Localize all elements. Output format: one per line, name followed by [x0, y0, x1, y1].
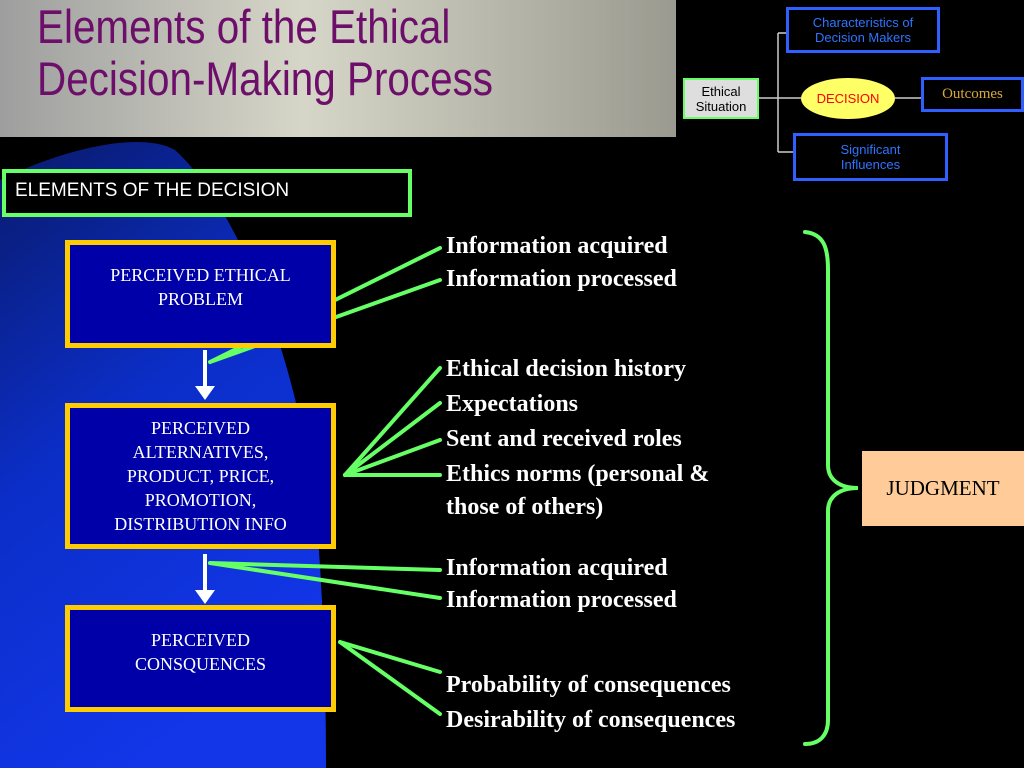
mini-ethical-situation-box: Ethical Situation	[683, 78, 759, 119]
connector-cons-desirability	[338, 640, 442, 716]
factor-group-1: Information acquired Information process…	[446, 231, 677, 294]
stage-2-line-3: PRODUCT, PRICE,	[126, 466, 275, 486]
factor-info-processed: Information processed	[446, 266, 677, 292]
mini-influences-line1: Significant	[840, 142, 901, 157]
factor-ethics-norms-line2: those of others)	[446, 494, 604, 520]
factor-group-2: Ethical decision history Expectations Se…	[446, 352, 709, 525]
mini-characteristics-line2: Decision Makers	[814, 30, 912, 45]
stage-2-line-5: DISTRIBUTION INFO	[114, 514, 287, 534]
mini-influences-box: Significant Influences	[793, 133, 948, 181]
stage-perceived-alternatives: PERCEIVED ALTERNATIVES, PRODUCT, PRICE, …	[65, 403, 336, 549]
factor-info-acquired-2: Information acquired	[446, 555, 668, 581]
mini-outcomes-box: Outcomes	[921, 77, 1024, 112]
section-header: ELEMENTS OF THE DECISION	[2, 169, 412, 217]
factor-ethical-decision-history: Ethical decision history	[446, 356, 687, 382]
factor-expectations: Expectations	[446, 391, 578, 417]
title-line-1: Elements of the Ethical	[37, 0, 451, 53]
section-header-label: ELEMENTS OF THE DECISION	[15, 180, 290, 201]
connector-cons-probability	[338, 640, 442, 674]
mini-outcomes-label: Outcomes	[942, 86, 1003, 102]
factor-group-4: Probability of consequences Desirability…	[446, 668, 735, 738]
stage-2-line-2: ALTERNATIVES,	[132, 442, 269, 462]
stage-3-line-1: PERCEIVED	[151, 630, 250, 650]
mini-decision-ellipse: DECISION	[801, 78, 895, 119]
stage-1-line-2: PROBLEM	[157, 289, 244, 309]
factor-probability-consequences: Probability of consequences	[446, 672, 731, 698]
factor-desirability-consequences: Desirability of consequences	[446, 707, 736, 733]
mini-characteristics-line1: Characteristics of	[812, 15, 914, 30]
factor-sent-received-roles: Sent and received roles	[446, 426, 682, 452]
factor-group-3: Information acquired Information process…	[446, 553, 677, 615]
connector-alt-roles	[343, 438, 442, 477]
stage-2-line-4: PROMOTION,	[144, 490, 257, 510]
factor-ethics-norms-line1: Ethics norms (personal &	[446, 461, 710, 487]
stage-perceived-consequences: PERCEIVED CONSQUENCES	[65, 605, 336, 712]
judgment-brace	[803, 230, 859, 746]
mini-characteristics-box: Characteristics of Decision Makers	[786, 7, 940, 53]
stage-2-line-1: PERCEIVED	[151, 418, 250, 438]
mini-ethical-situation-line1: Ethical	[701, 83, 741, 99]
stage-3-line-2: CONSQUENCES	[134, 654, 267, 674]
factor-info-processed-2: Information processed	[446, 587, 677, 613]
stage-1-line-1: PERCEIVED ETHICAL	[110, 265, 291, 285]
mini-decision-label: DECISION	[816, 91, 880, 106]
down-arrow-1	[195, 350, 215, 400]
connector-alt-expectations	[343, 401, 442, 477]
down-arrow-2	[195, 554, 215, 604]
connector-alt-processed	[208, 561, 442, 600]
title-band	[0, 0, 676, 137]
mini-influences-line2: Influences	[840, 157, 901, 172]
title-line-2: Decision-Making Process	[37, 52, 494, 105]
stage-perceived-ethical-problem: PERCEIVED ETHICAL PROBLEM	[65, 240, 336, 348]
factor-info-acquired: Information acquired	[446, 233, 668, 259]
connector-alt-acquired	[208, 561, 442, 572]
connector-alt-history	[343, 366, 442, 477]
mini-ethical-situation-line2: Situation	[695, 98, 747, 114]
judgment-box: JUDGMENT	[862, 451, 1024, 526]
judgment-label: JUDGMENT	[886, 476, 1000, 500]
